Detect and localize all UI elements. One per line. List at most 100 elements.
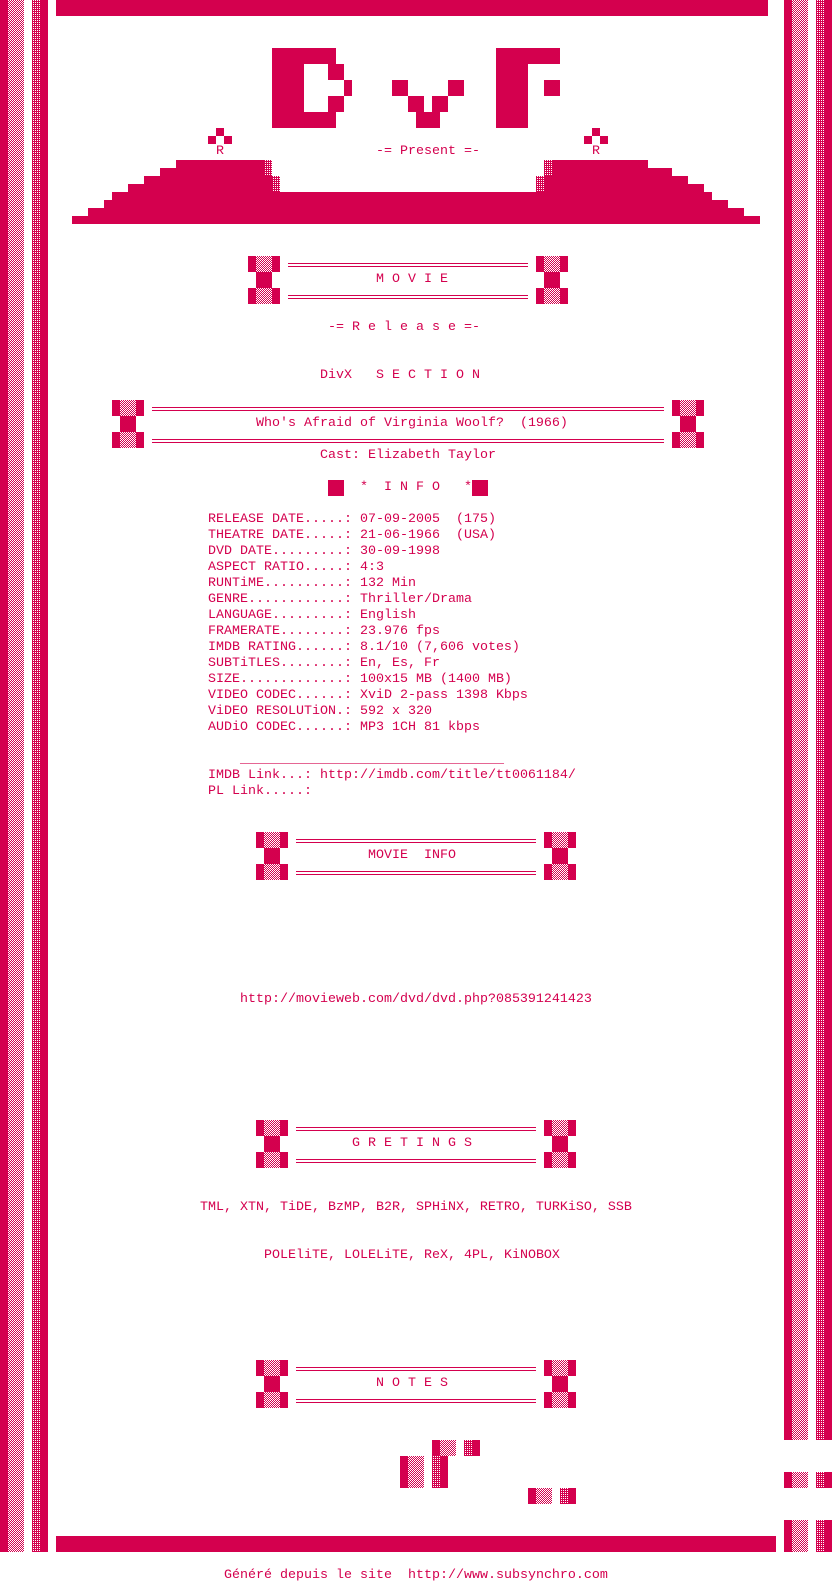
- stair-block: [144, 176, 272, 184]
- bottom-bar: [56, 1536, 776, 1552]
- box-block: [256, 832, 264, 848]
- box-block: [680, 400, 696, 416]
- info-value: En, Es, Fr: [359, 656, 440, 671]
- section-movie-title: M O V I E: [376, 272, 448, 287]
- logo-block: [528, 48, 560, 64]
- double-line: [296, 1127, 536, 1128]
- logo-block: [544, 80, 560, 96]
- box-block: [544, 256, 560, 272]
- movie-title: Who's Afraid of Virginia Woolf? (1966): [256, 416, 568, 431]
- stair-block: [536, 184, 544, 192]
- double-line: [296, 1130, 536, 1131]
- border-strip: [792, 0, 808, 1440]
- info-label: SUBTiTLES........:: [208, 656, 360, 671]
- notes-block: [560, 1488, 568, 1504]
- info-value: 100x15 MB (1400 MB): [359, 672, 512, 687]
- box-block: [280, 864, 288, 880]
- notes-block: [528, 1488, 536, 1504]
- notes-block: [432, 1456, 440, 1472]
- info-value: 132 Min: [359, 576, 416, 591]
- box-block: [256, 1392, 264, 1408]
- box-block: [280, 1392, 288, 1408]
- box-block: [560, 288, 568, 304]
- info-row: FRAMERATE........: 23.976 fps: [208, 624, 440, 640]
- double-line: [288, 295, 528, 296]
- box-block: [120, 416, 136, 432]
- info-label: VIDEO CODEC......:: [208, 688, 360, 703]
- info-label: DVD DATE.........:: [208, 544, 360, 559]
- box-block: [272, 288, 280, 304]
- release-text: -= R e l e a s e =-: [328, 320, 480, 335]
- box-block: [264, 1392, 280, 1408]
- box-block: [256, 1360, 264, 1376]
- box-block: [680, 432, 696, 448]
- box-block: [568, 1120, 576, 1136]
- box-block: [552, 1392, 568, 1408]
- box-block: [568, 1360, 576, 1376]
- section-greetings-title: G R E T I N G S: [352, 1136, 472, 1151]
- stair-block: [536, 176, 544, 184]
- stair-block: [128, 184, 272, 192]
- box-block: [544, 832, 552, 848]
- info-label: AUDiO CODEC......:: [208, 720, 360, 735]
- box-block: [264, 832, 280, 848]
- stair-block: [88, 208, 744, 216]
- imdb-link-label: IMDB Link...:: [208, 768, 320, 783]
- info-value: 8.1/10 (7,606 votes): [359, 640, 520, 655]
- border-strip: [784, 1472, 792, 1488]
- double-line: [288, 266, 528, 267]
- box-block: [136, 400, 144, 416]
- notes-block: [440, 1440, 456, 1456]
- box-block: [552, 1152, 568, 1168]
- box-block: [264, 864, 280, 880]
- logo-block: [496, 48, 528, 128]
- info-label: FRAMERATE........:: [208, 624, 360, 639]
- stair-block: [72, 216, 760, 224]
- box-block: [248, 288, 256, 304]
- box-block: [264, 1152, 280, 1168]
- box-block: [672, 432, 680, 448]
- box-block: [672, 400, 680, 416]
- info-row: AUDiO CODEC......: MP3 1CH 81 kbps: [208, 720, 480, 736]
- notes-block: [536, 1488, 552, 1504]
- double-line: [296, 871, 536, 872]
- border-strip: [792, 1520, 808, 1552]
- mark-block: [584, 136, 592, 144]
- box-block: [264, 1120, 280, 1136]
- box-block: [112, 432, 120, 448]
- double-line: [152, 407, 664, 408]
- cast-text: Cast: Elizabeth Taylor: [320, 448, 496, 463]
- info-row: THEATRE DATE.....: 21-06-1966 (USA): [208, 528, 496, 544]
- info-label: ViDEO RESOLUTiON.:: [208, 704, 360, 719]
- box-block: [264, 848, 280, 864]
- notes-block: [472, 1440, 480, 1456]
- stair-block: [264, 160, 272, 168]
- movieweb-link[interactable]: http://movieweb.com/dvd/dvd.php?08539124…: [240, 992, 592, 1007]
- info-bullet: [328, 480, 344, 496]
- imdb-link-row: IMDB Link...: http://imdb.com/title/tt00…: [208, 768, 576, 784]
- logo-block: [344, 80, 352, 96]
- box-block: [544, 1152, 552, 1168]
- greetings-line-2: POLEliTE, LOLELiTE, ReX, 4PL, KiNOBOX: [264, 1248, 560, 1263]
- stair-block: [552, 168, 672, 176]
- logo-block: [304, 48, 336, 64]
- box-block: [248, 256, 256, 272]
- box-block: [544, 1392, 552, 1408]
- box-block: [552, 832, 568, 848]
- border-strip: [40, 0, 48, 1552]
- info-row: SIZE.............: 100x15 MB (1400 MB): [208, 672, 512, 688]
- pl-link-label: PL Link.....:: [208, 784, 312, 799]
- footer-link[interactable]: http://www.subsynchro.com: [407, 1568, 608, 1583]
- box-block: [256, 256, 272, 272]
- double-line: [152, 442, 664, 443]
- box-block: [552, 1136, 568, 1152]
- box-block: [280, 1120, 288, 1136]
- box-block: [256, 1152, 264, 1168]
- box-block: [256, 864, 264, 880]
- box-block: [280, 1152, 288, 1168]
- section-movie-info-title: MOVIE INFO: [368, 848, 456, 863]
- mark-block: [592, 128, 600, 136]
- imdb-link[interactable]: http://imdb.com/title/tt0061184/: [319, 768, 576, 783]
- notes-block: [440, 1456, 448, 1472]
- border-strip: [32, 0, 40, 1552]
